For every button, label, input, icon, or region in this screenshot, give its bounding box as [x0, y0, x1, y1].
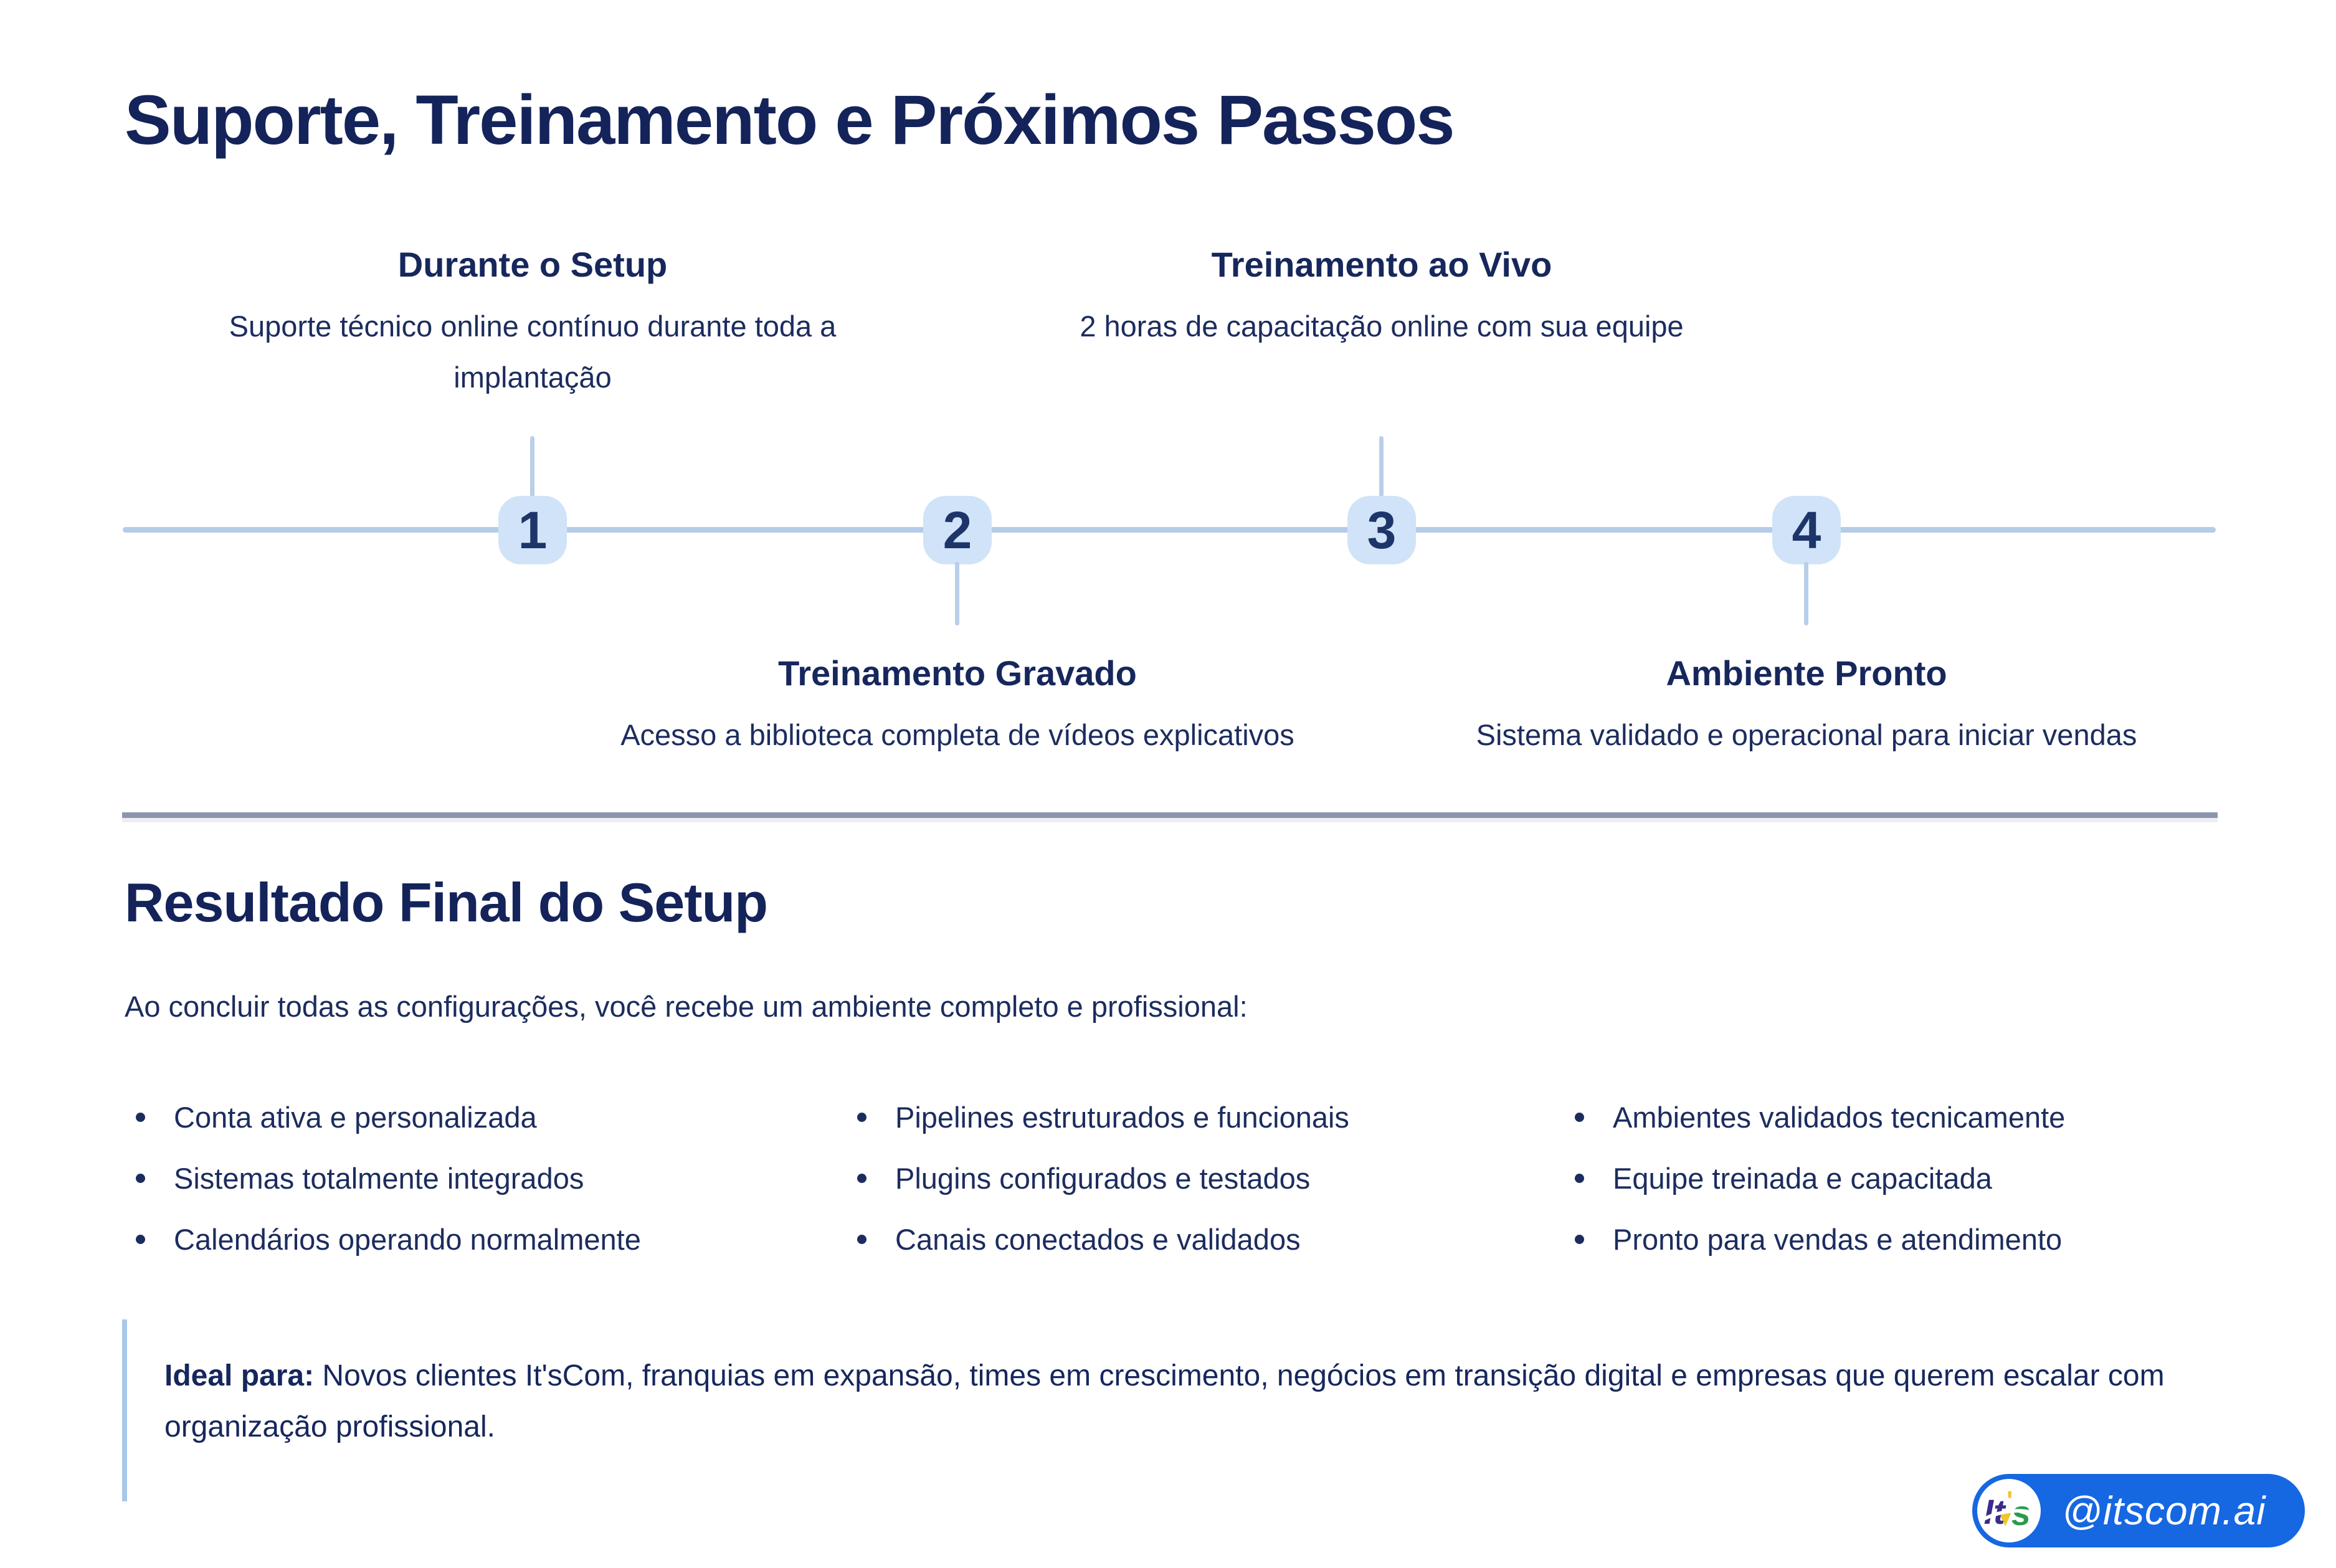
- timeline-node-1: 1: [498, 496, 567, 564]
- list-item-label: Canais conectados e validados: [895, 1223, 1301, 1256]
- list-item-label: Conta ativa e personalizada: [174, 1101, 537, 1134]
- list-item-label: Calendários operando normalmente: [174, 1223, 641, 1256]
- timeline-step-label-4: Ambiente Pronto Sistema validado e opera…: [1402, 653, 2211, 761]
- timeline-node-2: 2: [923, 496, 992, 564]
- list-item: Plugins configurados e testados: [846, 1161, 1564, 1196]
- step-title: Durante o Setup: [397, 245, 668, 284]
- bullet-icon: [1575, 1174, 1584, 1183]
- step-description: 2 horas de capacitação online com sua eq…: [1080, 310, 1684, 343]
- itscom-badge[interactable]: It ' s @itscom.ai: [1972, 1474, 2305, 1547]
- connector-line-down-4: [1804, 562, 1808, 625]
- list-item-label: Ambientes validados tecnicamente: [1613, 1101, 2066, 1134]
- callout-body: Novos clientes It'sCom, franquias em exp…: [164, 1359, 2165, 1443]
- results-column-1: Conta ativa e personalizada Sistemas tot…: [125, 1100, 846, 1283]
- step-number: 4: [1792, 500, 1821, 559]
- list-item: Pronto para vendas e atendimento: [1564, 1222, 2224, 1257]
- step-description: Sistema validado e operacional para inic…: [1476, 718, 2137, 751]
- list-item: Canais conectados e validados: [846, 1222, 1564, 1257]
- bullet-icon: [857, 1174, 867, 1183]
- list-item-label: Plugins configurados e testados: [895, 1162, 1311, 1195]
- logo-apostrophe: ': [2006, 1486, 2013, 1515]
- list-item-label: Equipe treinada e capacitada: [1613, 1162, 1992, 1195]
- timeline-step-label-2: Treinamento Gravado Acesso a biblioteca …: [553, 653, 1362, 761]
- connector-line-down-2: [955, 562, 959, 625]
- callout-label: Ideal para:: [164, 1359, 315, 1392]
- results-intro: Ao concluir todas as configurações, você…: [125, 990, 1248, 1023]
- list-item-label: Pipelines estruturados e funcionais: [895, 1101, 1349, 1134]
- step-description: Suporte técnico online contínuo durante …: [229, 310, 837, 394]
- list-item: Pipelines estruturados e funcionais: [846, 1100, 1564, 1135]
- section-divider: [122, 812, 2218, 818]
- itscom-logo-icon: It ' s: [1977, 1479, 2041, 1542]
- connector-line-up-1: [530, 436, 534, 500]
- list-item: Ambientes validados tecnicamente: [1564, 1100, 2224, 1135]
- results-column-3: Ambientes validados tecnicamente Equipe …: [1564, 1100, 2224, 1283]
- timeline-node-4: 4: [1772, 496, 1841, 564]
- list-item: Sistemas totalmente integrados: [125, 1161, 846, 1196]
- bullet-icon: [857, 1113, 867, 1122]
- bullet-icon: [136, 1235, 145, 1244]
- step-title: Treinamento ao Vivo: [1211, 245, 1552, 284]
- step-number: 2: [942, 500, 972, 559]
- itscom-logo-art: It ' s: [1979, 1486, 2039, 1532]
- bullet-icon: [1575, 1235, 1584, 1244]
- ideal-para-callout: Ideal para: Novos clientes It'sCom, fran…: [122, 1319, 2228, 1501]
- connector-line-up-3: [1379, 436, 1384, 500]
- callout-text: Ideal para: Novos clientes It'sCom, fran…: [164, 1351, 2228, 1453]
- bullet-icon: [136, 1174, 145, 1183]
- step-title: Ambiente Pronto: [1666, 653, 1947, 693]
- bullet-icon: [1575, 1113, 1584, 1122]
- timeline-node-3: 3: [1347, 496, 1416, 564]
- bullet-icon: [857, 1235, 867, 1244]
- timeline-line: [123, 527, 2216, 533]
- step-number: 3: [1367, 500, 1397, 559]
- step-description: Acesso a biblioteca completa de vídeos e…: [620, 718, 1294, 751]
- timeline-step-label-3: Treinamento ao Vivo 2 horas de capacitaç…: [992, 244, 1771, 352]
- bullet-icon: [136, 1113, 145, 1122]
- list-item: Conta ativa e personalizada: [125, 1100, 846, 1135]
- results-column-2: Pipelines estruturados e funcionais Plug…: [846, 1100, 1564, 1283]
- list-item: Equipe treinada e capacitada: [1564, 1161, 2224, 1196]
- logo-swoosh: [1979, 1509, 2039, 1523]
- list-item-label: Pronto para vendas e atendimento: [1613, 1223, 2063, 1256]
- badge-handle-text: @itscom.ai: [2062, 1488, 2266, 1533]
- timeline-step-label-1: Durante o Setup Suporte técnico online c…: [184, 244, 881, 403]
- results-heading: Resultado Final do Setup: [125, 872, 768, 933]
- step-number: 1: [518, 500, 548, 559]
- results-columns: Conta ativa e personalizada Sistemas tot…: [125, 1100, 2230, 1283]
- list-item-label: Sistemas totalmente integrados: [174, 1162, 584, 1195]
- page-title: Suporte, Treinamento e Próximos Passos: [125, 81, 1455, 159]
- list-item: Calendários operando normalmente: [125, 1222, 846, 1257]
- step-title: Treinamento Gravado: [778, 653, 1137, 693]
